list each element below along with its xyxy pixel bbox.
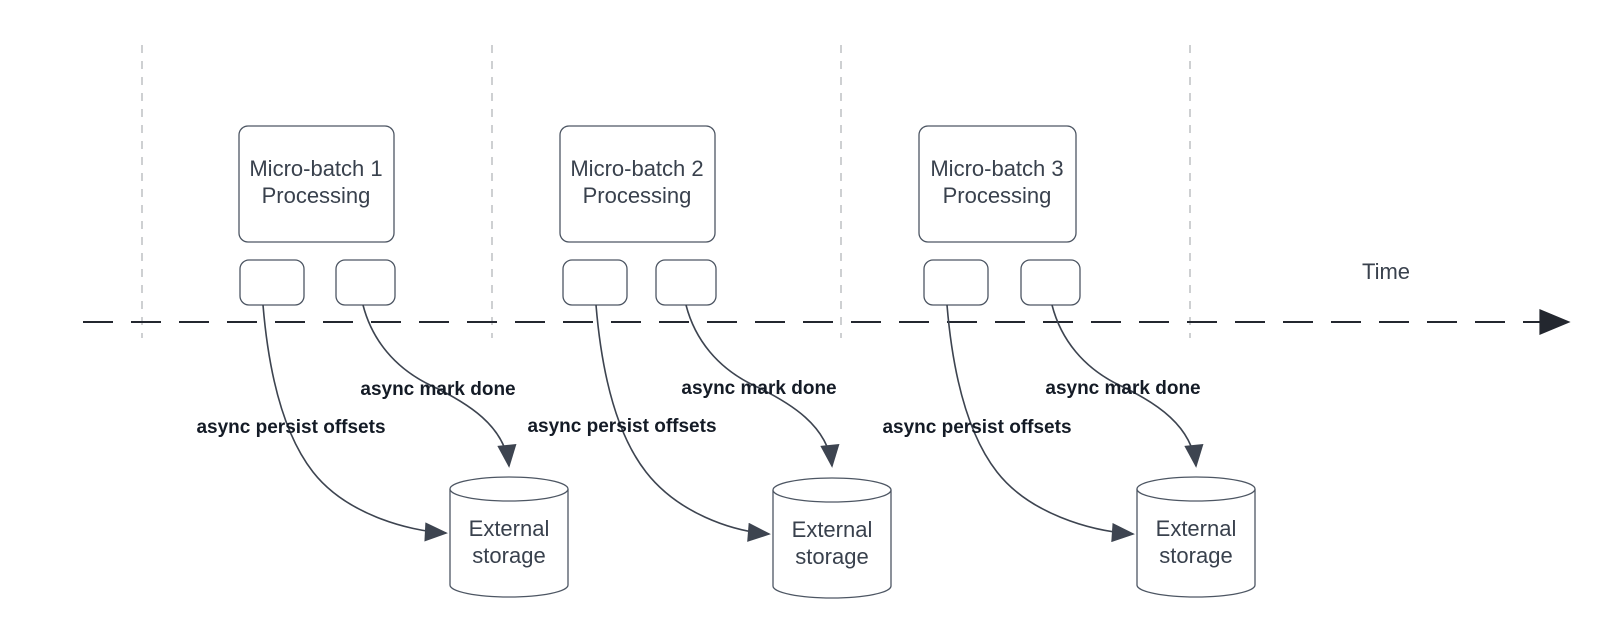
external-storage-label-1-line1: External (469, 516, 550, 541)
external-storage-label-1-line2: storage (472, 543, 545, 568)
cylinder-body-1 (449, 489, 569, 598)
mark-done-task-box-1 (335, 259, 396, 306)
mark-done-label-1: async mark done (360, 379, 515, 400)
mark-done-arrow-2 (685, 304, 840, 468)
cylinder-body-2 (772, 490, 892, 599)
mark-done-label-3: async mark done (1045, 378, 1200, 399)
micro-batch-1-label-line2: Processing (262, 183, 371, 208)
external-storage-cylinder-2: External storage (772, 477, 892, 599)
micro-batch-1-label-line1: Micro-batch 1 (249, 156, 382, 181)
mark-done-task-box-3 (1020, 259, 1081, 306)
time-axis-label: Time (1362, 259, 1410, 284)
external-storage-cylinder-3: External storage (1136, 476, 1256, 598)
cylinder-top-2 (772, 477, 892, 503)
persist-offsets-arrow-3 (946, 304, 1135, 543)
mark-done-arrow-3 (1051, 304, 1204, 468)
persist-offsets-arrow-1 (262, 304, 448, 542)
persist-offsets-task-box-3 (923, 259, 989, 306)
persist-offsets-label-2: async persist offsets (527, 416, 716, 437)
persist-offsets-label-3: async persist offsets (882, 417, 1071, 438)
persist-offsets-task-box-1 (239, 259, 305, 306)
persist-offsets-task-box-2 (562, 259, 628, 306)
mark-done-label-2: async mark done (681, 378, 836, 399)
external-storage-label-2-line1: External (792, 517, 873, 542)
micro-batch-2-label-line1: Micro-batch 2 (570, 156, 703, 181)
external-storage-label-3-line1: External (1156, 516, 1237, 541)
mark-done-arrow-1 (362, 304, 517, 468)
micro-batch-2-label-line2: Processing (583, 183, 692, 208)
cylinder-top-1 (449, 476, 569, 502)
cylinder-top-3 (1136, 476, 1256, 502)
mark-done-task-box-2 (655, 259, 717, 306)
micro-batch-1-box (238, 125, 395, 243)
micro-batch-2-box (559, 125, 716, 243)
external-storage-label-3-line2: storage (1159, 543, 1232, 568)
micro-batch-group-2: Micro-batch 2 Processing async persist o… (527, 125, 892, 599)
cylinder-body-3 (1136, 489, 1256, 598)
persist-offsets-arrow-2 (595, 304, 771, 542)
micro-batch-group-3: Micro-batch 3 Processing async persist o… (882, 125, 1256, 598)
external-storage-cylinder-1: External storage (449, 476, 569, 598)
micro-batch-3-box (918, 125, 1077, 243)
persist-offsets-label-1: async persist offsets (196, 417, 385, 438)
micro-batch-3-label-line1: Micro-batch 3 (930, 156, 1063, 181)
micro-batch-group-1: Micro-batch 1 Processing async persist o… (196, 125, 569, 598)
external-storage-label-2-line2: storage (795, 544, 868, 569)
micro-batch-3-label-line2: Processing (943, 183, 1052, 208)
